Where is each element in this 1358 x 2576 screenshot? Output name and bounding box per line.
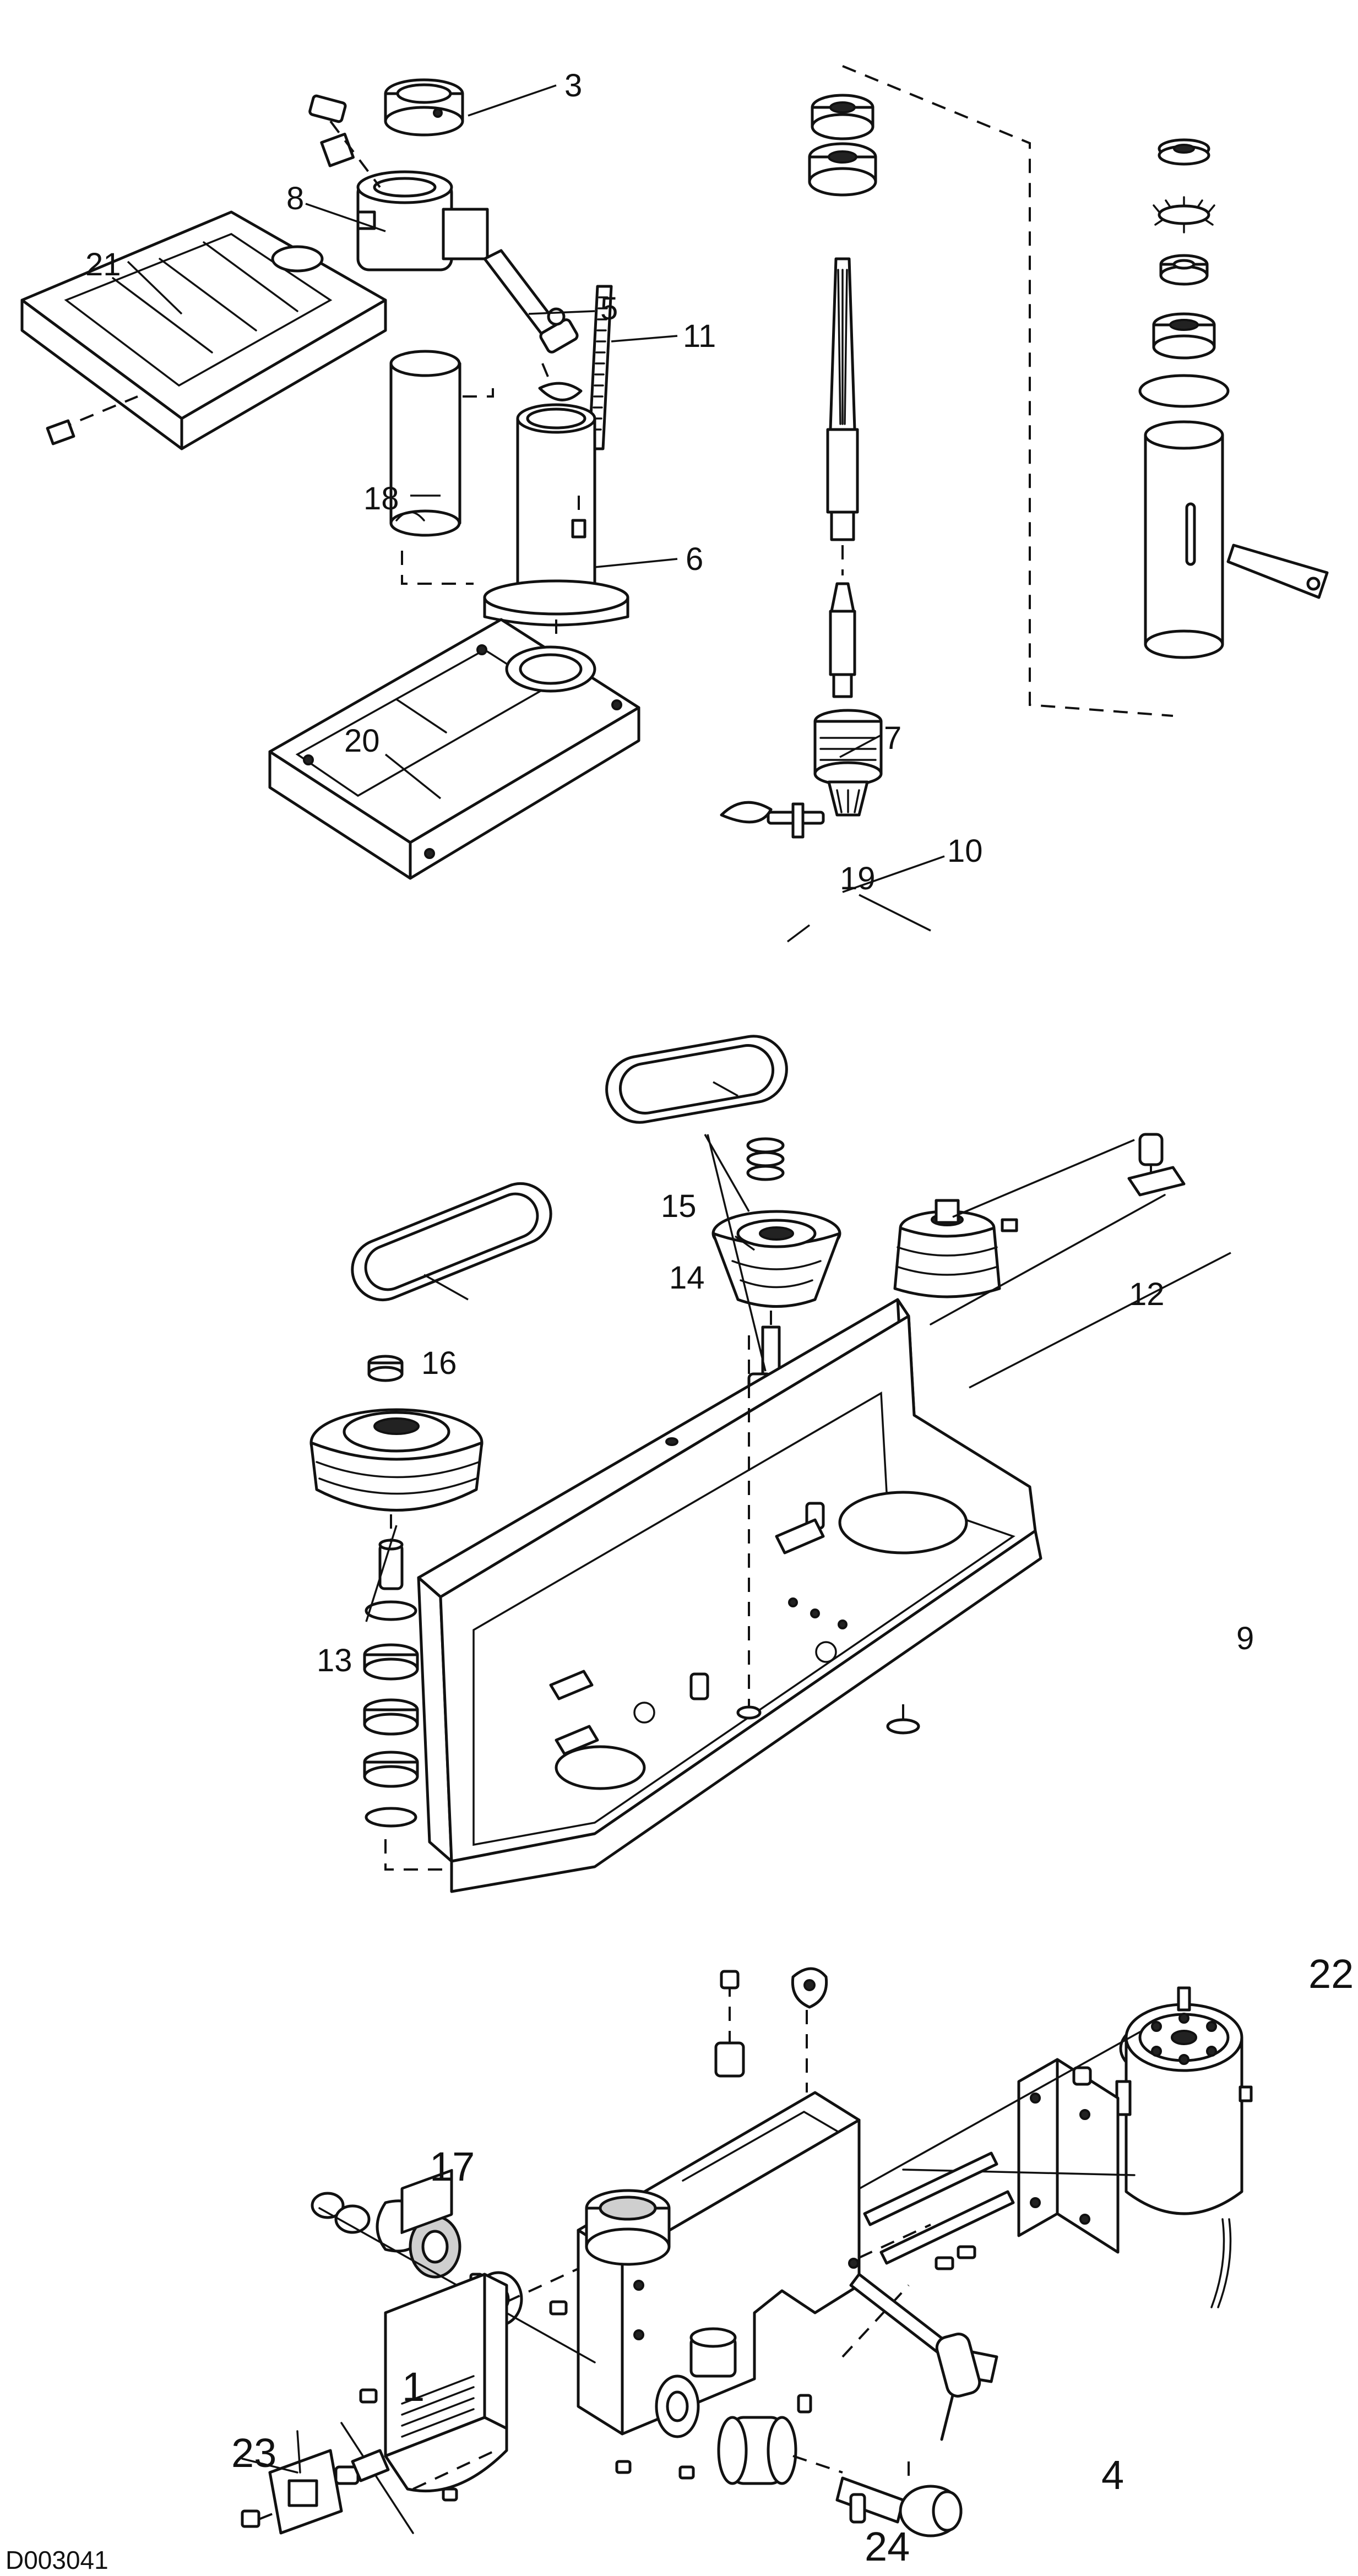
callout-15: 15 bbox=[661, 1188, 697, 1224]
part-5-handle bbox=[483, 249, 583, 401]
part-11-rack bbox=[588, 285, 613, 450]
part-24-hub-shaft bbox=[835, 2461, 963, 2537]
callout-24: 24 bbox=[865, 2524, 910, 2569]
part-12-spindle-pulley bbox=[893, 1199, 1018, 1298]
part-18-sleeve bbox=[389, 350, 494, 585]
callout-9: 9 bbox=[1236, 1621, 1254, 1656]
part-7-arbor bbox=[829, 582, 856, 698]
part-13-motor-pulley bbox=[309, 1408, 484, 1590]
callout-21: 21 bbox=[85, 247, 121, 282]
callout-1: 1 bbox=[402, 2364, 425, 2410]
motor-rods bbox=[863, 2151, 1015, 2270]
part-23-switch bbox=[241, 2430, 390, 2535]
callout-18: 18 bbox=[363, 481, 399, 517]
callout-4: 4 bbox=[1101, 2452, 1124, 2498]
callout-14: 14 bbox=[669, 1260, 705, 1296]
part-21-table bbox=[20, 210, 387, 450]
motor-mount-bracket bbox=[808, 2031, 1141, 2254]
motor-pulley-bearing bbox=[367, 1355, 404, 1382]
quill-assembly bbox=[1138, 138, 1329, 659]
part-20-base bbox=[268, 618, 640, 880]
part-22-motor bbox=[1115, 1986, 1253, 2308]
drawing-code: D003041 bbox=[6, 2546, 108, 2574]
spacer-rings bbox=[363, 1600, 486, 1871]
part-19-chuck-key bbox=[720, 801, 825, 839]
head-casting bbox=[577, 1967, 931, 2436]
part-16-belt bbox=[351, 1182, 552, 1302]
belt-guard-hinge bbox=[930, 1133, 1186, 1325]
callout-10: 10 bbox=[947, 833, 983, 869]
part-15-belt bbox=[605, 1035, 788, 1124]
callout-22: 22 bbox=[1308, 1951, 1354, 1997]
callout-labels: 3 8 21 5 11 18 6 20 7 10 19 15 14 12 16 … bbox=[6, 68, 1354, 2574]
spindle-assembly bbox=[808, 65, 1174, 717]
part-9-belt-guard bbox=[417, 1298, 1042, 1893]
callout-23: 23 bbox=[231, 2430, 276, 2476]
leader-lines bbox=[127, 84, 1231, 1622]
callout-19: 19 bbox=[840, 861, 876, 896]
callout-13: 13 bbox=[317, 1643, 352, 1678]
callout-20: 20 bbox=[344, 723, 380, 759]
callout-7: 7 bbox=[884, 720, 901, 756]
part-1-switch-box bbox=[340, 2169, 508, 2534]
callout-11: 11 bbox=[683, 318, 716, 354]
small-bearings-14 bbox=[746, 1137, 785, 1181]
part-4-feed-handles bbox=[849, 2273, 998, 2441]
part-6-column bbox=[483, 403, 629, 627]
callout-6: 6 bbox=[686, 541, 703, 577]
callout-5: 5 bbox=[600, 291, 618, 327]
callout-3: 3 bbox=[564, 68, 582, 104]
part-3-collar bbox=[384, 78, 464, 137]
part-10-chuck bbox=[813, 709, 883, 817]
callout-12: 12 bbox=[1129, 1276, 1165, 1312]
part-8-table-bracket bbox=[308, 94, 489, 271]
callout-17: 17 bbox=[430, 2144, 475, 2189]
callout-16: 16 bbox=[421, 1345, 457, 1381]
callout-8: 8 bbox=[286, 181, 304, 216]
hub-parts bbox=[615, 2374, 843, 2485]
